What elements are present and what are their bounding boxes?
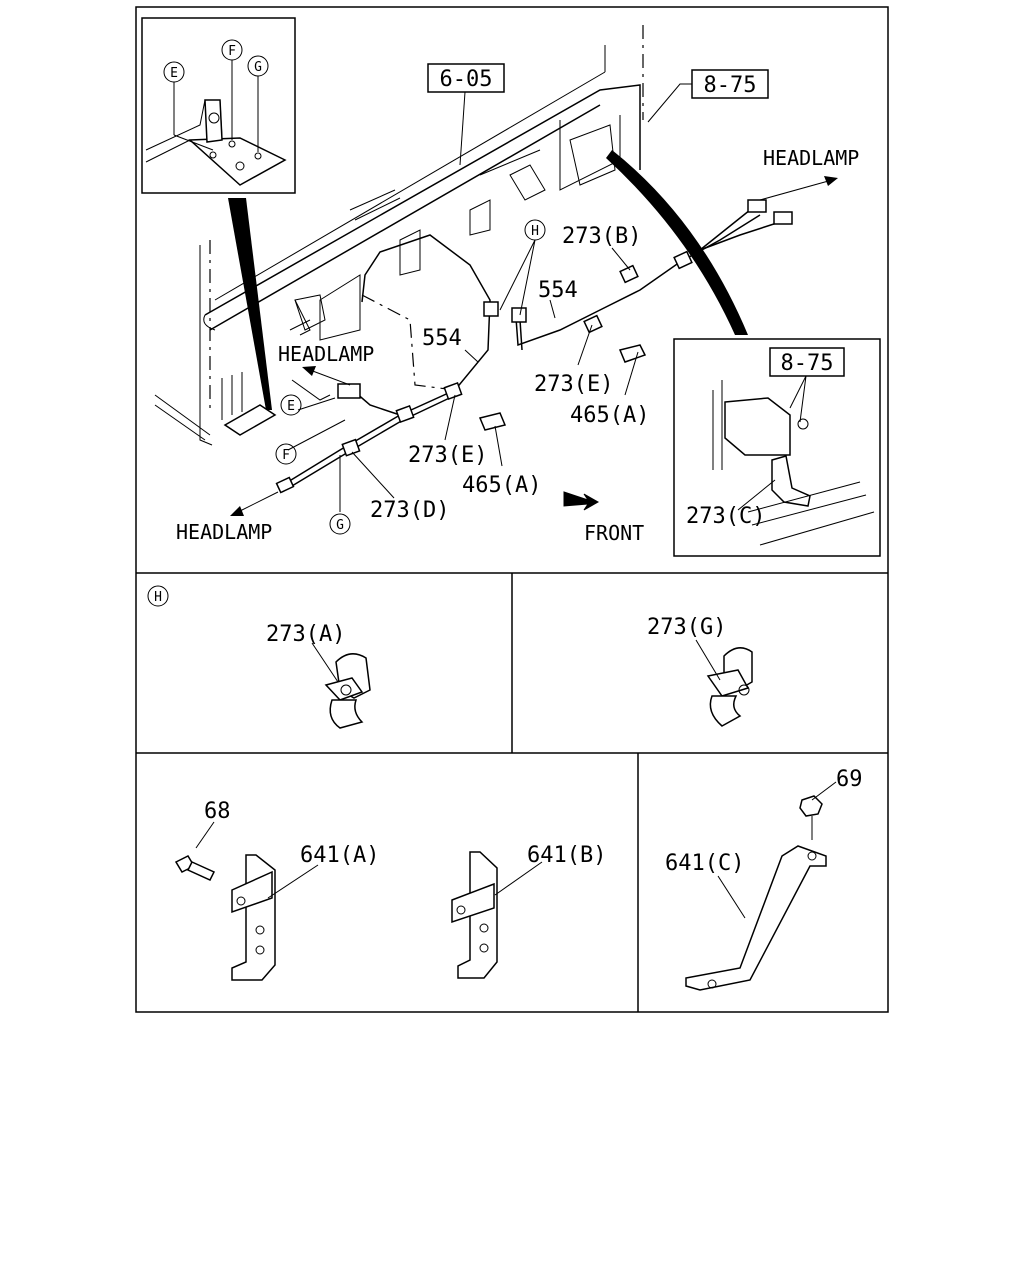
part-label-69: 69 [836,767,863,792]
svg-text:F: F [228,44,236,59]
cab-frame [154,25,644,446]
callout-g-inset: G [247,55,269,77]
front-arrow [563,491,600,511]
part-label-273e-left: 273(E) [408,443,487,468]
panel-frames [135,6,889,1013]
outer-frame [135,6,889,1013]
part-label-641c: 641(C) [665,851,744,876]
brackets-panel: 68 641(A) 641(B) 69 [174,767,863,991]
clip-273g [695,639,753,727]
clip-273a [311,642,371,729]
leader-wedge-left [228,198,272,410]
part-label-554-left: 554 [422,326,462,351]
svg-text:E: E [170,66,178,81]
headlamp-label-left: HEADLAMP [176,520,272,544]
ref-box-875-inset [769,347,845,377]
ref-box-605 [427,63,505,93]
part-label-273e-right: 273(E) [534,372,613,397]
callout-f-inset: F [221,39,243,61]
ref-label-875-top: 8-75 [704,73,757,98]
part-label-273g: 273(G) [647,615,726,640]
detail-h-panel: H 273(A) 273(G) [147,585,753,729]
svg-text:H: H [531,224,539,239]
part-label-273a: 273(A) [266,622,345,647]
part-label-465a-left: 465(A) [462,473,541,498]
arrows [230,176,838,516]
svg-text:G: G [336,518,344,533]
wiring-harness [275,199,793,494]
main-assembly: E F G [141,17,881,557]
callout-e-main: E [280,394,302,416]
bracket-641c [685,845,827,991]
part-label-273b: 273(B) [562,224,641,249]
ref-box-875-top [691,69,769,99]
svg-text:E: E [287,399,295,414]
bracket-641b [451,851,543,979]
nut-69 [799,781,837,840]
callout-g-main: G [329,513,351,535]
inset-efg: E F G [141,17,296,194]
ref-label-605: 6-05 [440,67,493,92]
part-label-273d: 273(D) [370,498,449,523]
part-label-465a-right: 465(A) [570,403,649,428]
ref-label-875-inset: 8-75 [781,351,834,376]
callout-h-main: H [524,219,546,241]
callout-e-inset: E [163,61,185,83]
leader-lines [287,83,692,512]
inset-273c [673,338,881,557]
svg-text:H: H [154,590,162,605]
bolt-68 [174,821,216,881]
bracket-641a [231,854,319,981]
part-label-641b: 641(B) [527,843,606,868]
callout-h-detail: H [147,585,169,607]
part-label-554-right: 554 [538,278,578,303]
front-label: FRONT [584,521,644,545]
headlamp-label-right: HEADLAMP [763,146,859,170]
part-label-68: 68 [204,799,231,824]
main-labels: 6-05 8-75 8-75 HEADLAMP HEADLAMP HEADLAM… [176,63,859,545]
part-label-641a: 641(A) [300,843,379,868]
callout-f-main: F [275,443,297,465]
part-label-273c: 273(C) [686,504,765,529]
svg-text:G: G [254,60,262,75]
svg-text:F: F [282,448,290,463]
headlamp-label-mid: HEADLAMP [278,342,374,366]
leader-wedge-right [606,150,748,335]
